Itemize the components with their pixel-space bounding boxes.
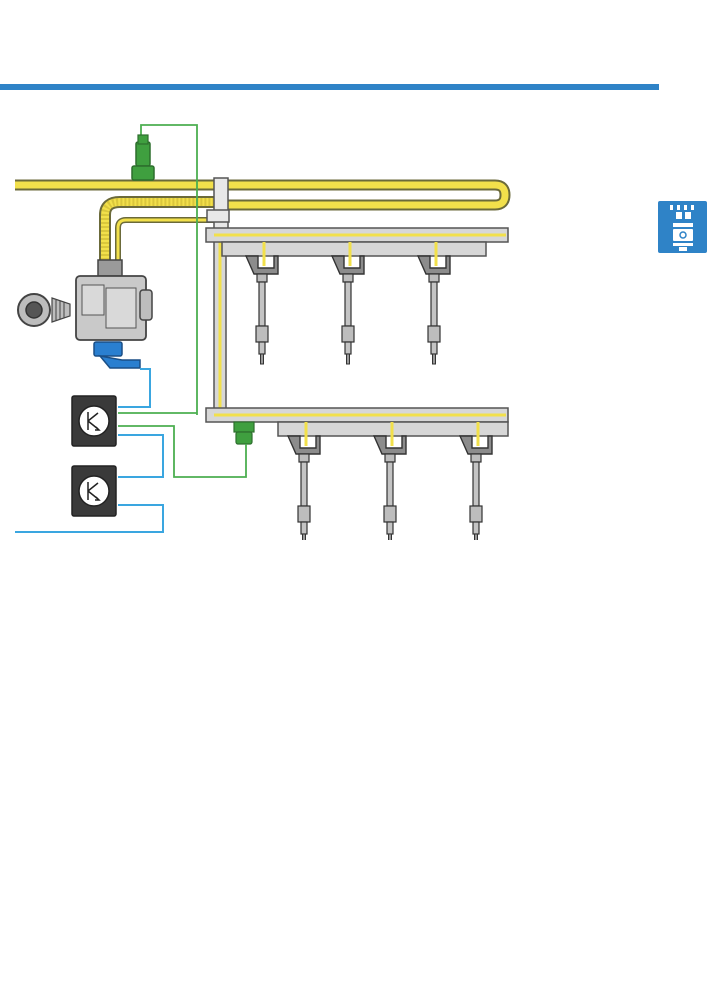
fuel-rail-upper [205,227,509,257]
high-pressure-pump-icon [17,259,153,341]
injector-icon [416,242,451,365]
fuel-return-line [15,179,511,211]
injector-icon [330,242,365,365]
injector-icon [372,422,407,540]
rail-pressure-sensor-icon [118,421,255,478]
injector-icon [286,422,321,540]
pressure-sensor-icon [131,124,198,415]
rail-connector-line [213,229,227,416]
injector-icon [244,242,279,365]
metering-valve-icon [93,341,151,408]
fuel-system-diagram [15,124,511,540]
injector-icon [458,422,493,540]
engine-icon [658,201,707,253]
section-tab[interactable] [658,201,707,253]
fuel-feed-line [99,196,215,260]
control-unit-icon [71,465,117,517]
header-rule [0,84,659,90]
control-unit-icon [71,395,117,447]
signal-wires-blue [15,434,164,533]
